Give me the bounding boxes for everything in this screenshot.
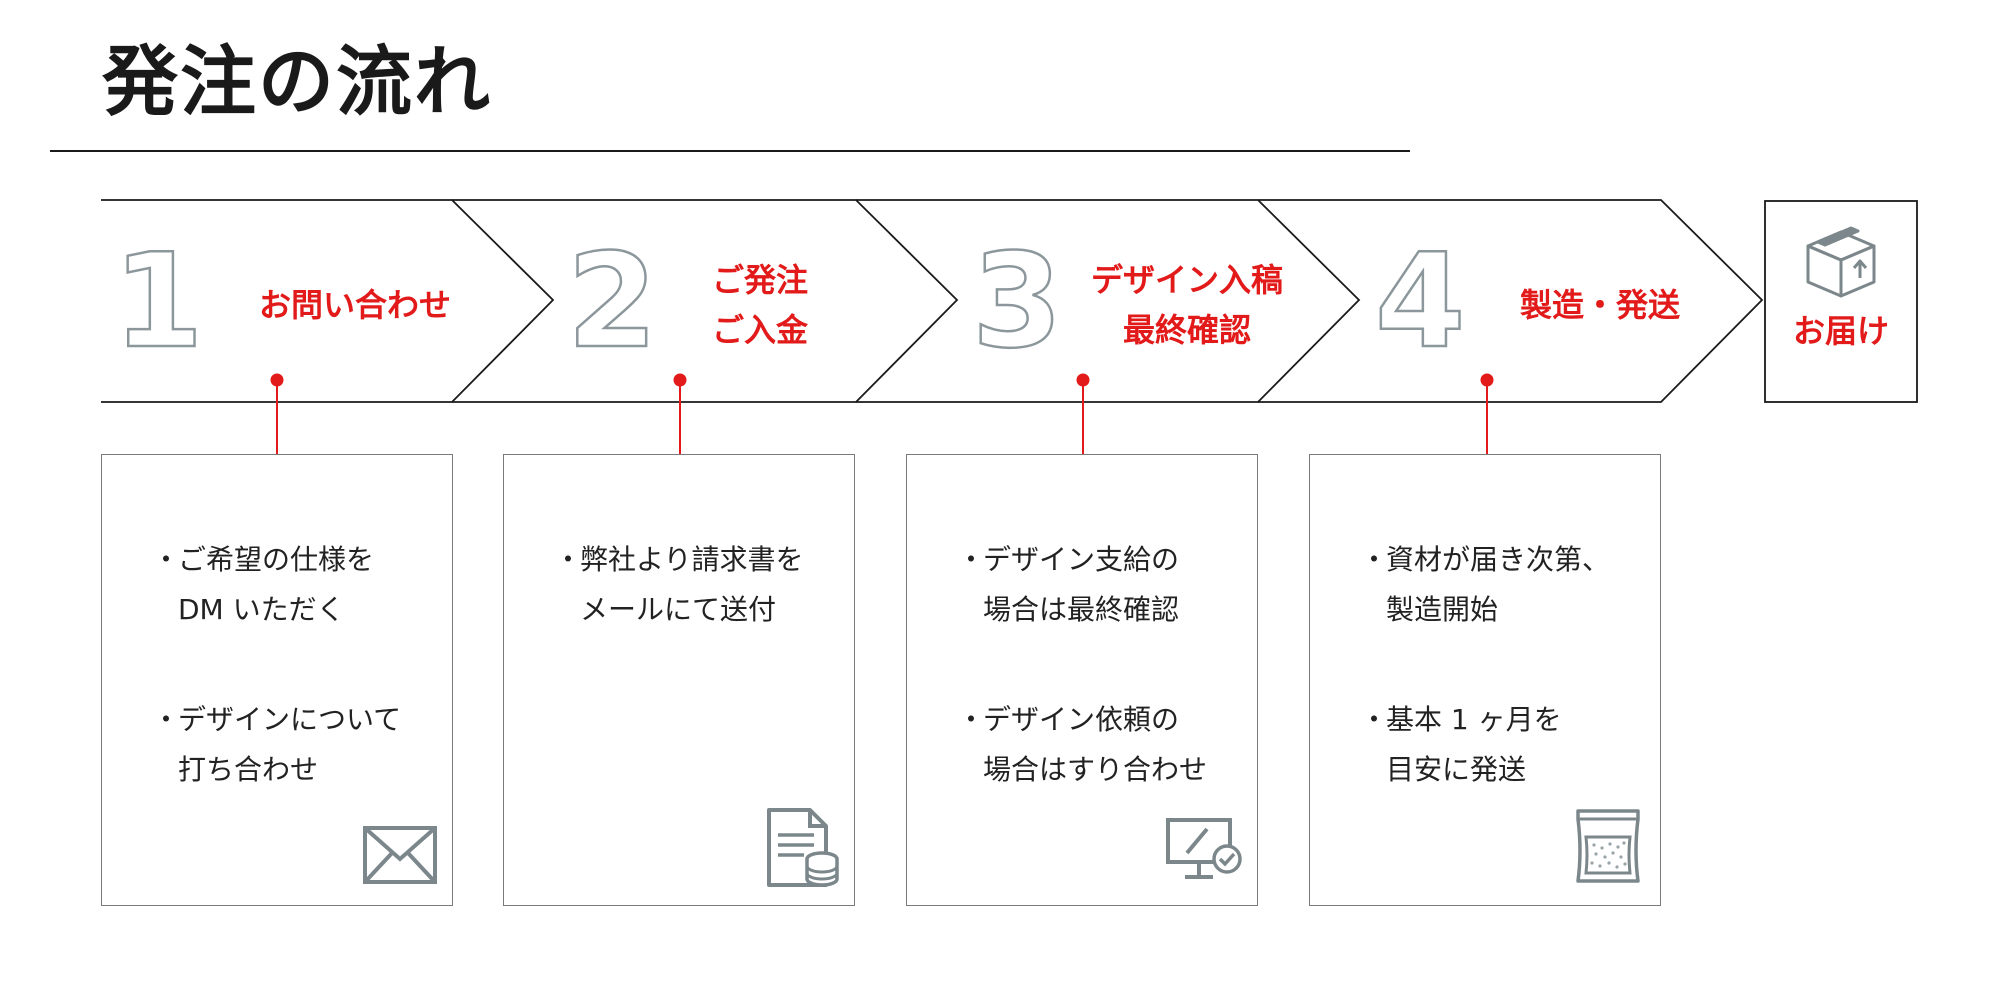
page-title: 発注の流れ <box>102 37 492 126</box>
pouch-icon <box>1576 809 1640 883</box>
step-2-bullet-1: ・ 弊社より請求書を メールにて送付 <box>554 543 804 626</box>
step-3-card: ・ デザイン支給の 場合は最終確認 ・ デザイン依頼の 場合はすり合わせ <box>906 454 1258 906</box>
title-underline <box>50 150 1410 152</box>
end-label: お届け <box>1792 312 1889 350</box>
step-3-bullet-1: ・ デザイン支給の 場合は最終確認 <box>957 543 1180 626</box>
step-3-dot-top <box>1076 373 1090 387</box>
step-2-label: ご発注 ご入金 <box>711 261 808 349</box>
step-4-bullet-1: ・ 資材が届き次第、 製造開始 <box>1360 543 1611 626</box>
end-box <box>1764 200 1918 403</box>
step-4-card: ・ 資材が届き次第、 製造開始 ・ 基本 1 ヶ月を 目安に発送 <box>1309 454 1661 906</box>
step-2-number: 2 <box>566 225 659 377</box>
step-3-number: 3 <box>971 225 1064 377</box>
step-3-label: デザイン入稿 最終確認 <box>1090 261 1283 349</box>
step-4-number: 4 <box>1374 225 1467 377</box>
step-2-chevron <box>452 199 959 403</box>
step-4-label: 製造・発送 <box>1519 286 1680 324</box>
step-4-chevron <box>1258 199 1764 403</box>
monitor-design-icon <box>1166 818 1242 879</box>
step-4-bullet-2: ・ 基本 1 ヶ月を 目安に発送 <box>1360 703 1562 786</box>
step-1-number: 1 <box>112 225 205 377</box>
step-1-label: お問い合わせ <box>258 286 451 324</box>
step-2-dot-top <box>673 373 687 387</box>
step-3-chevron <box>856 199 1361 403</box>
step-3-bullet-2: ・ デザイン依頼の 場合はすり合わせ <box>957 703 1208 786</box>
step-4-dot-top <box>1480 373 1494 387</box>
step-1-card: ・ ご希望の仕様を DM いただく ・ デザインについて 打ち合わせ <box>101 454 453 906</box>
step-1-dot-top <box>270 373 284 387</box>
step-1-bullet-1: ・ ご希望の仕様を DM いただく <box>152 543 375 626</box>
package-icon <box>1806 226 1876 298</box>
step-1-bullet-2: ・ デザインについて 打ち合わせ <box>152 703 402 786</box>
invoice-coins-icon <box>767 808 839 887</box>
envelope-icon <box>363 826 437 884</box>
step-2-card: ・ 弊社より請求書を メールにて送付 <box>503 454 855 906</box>
step-1-chevron <box>101 199 555 403</box>
